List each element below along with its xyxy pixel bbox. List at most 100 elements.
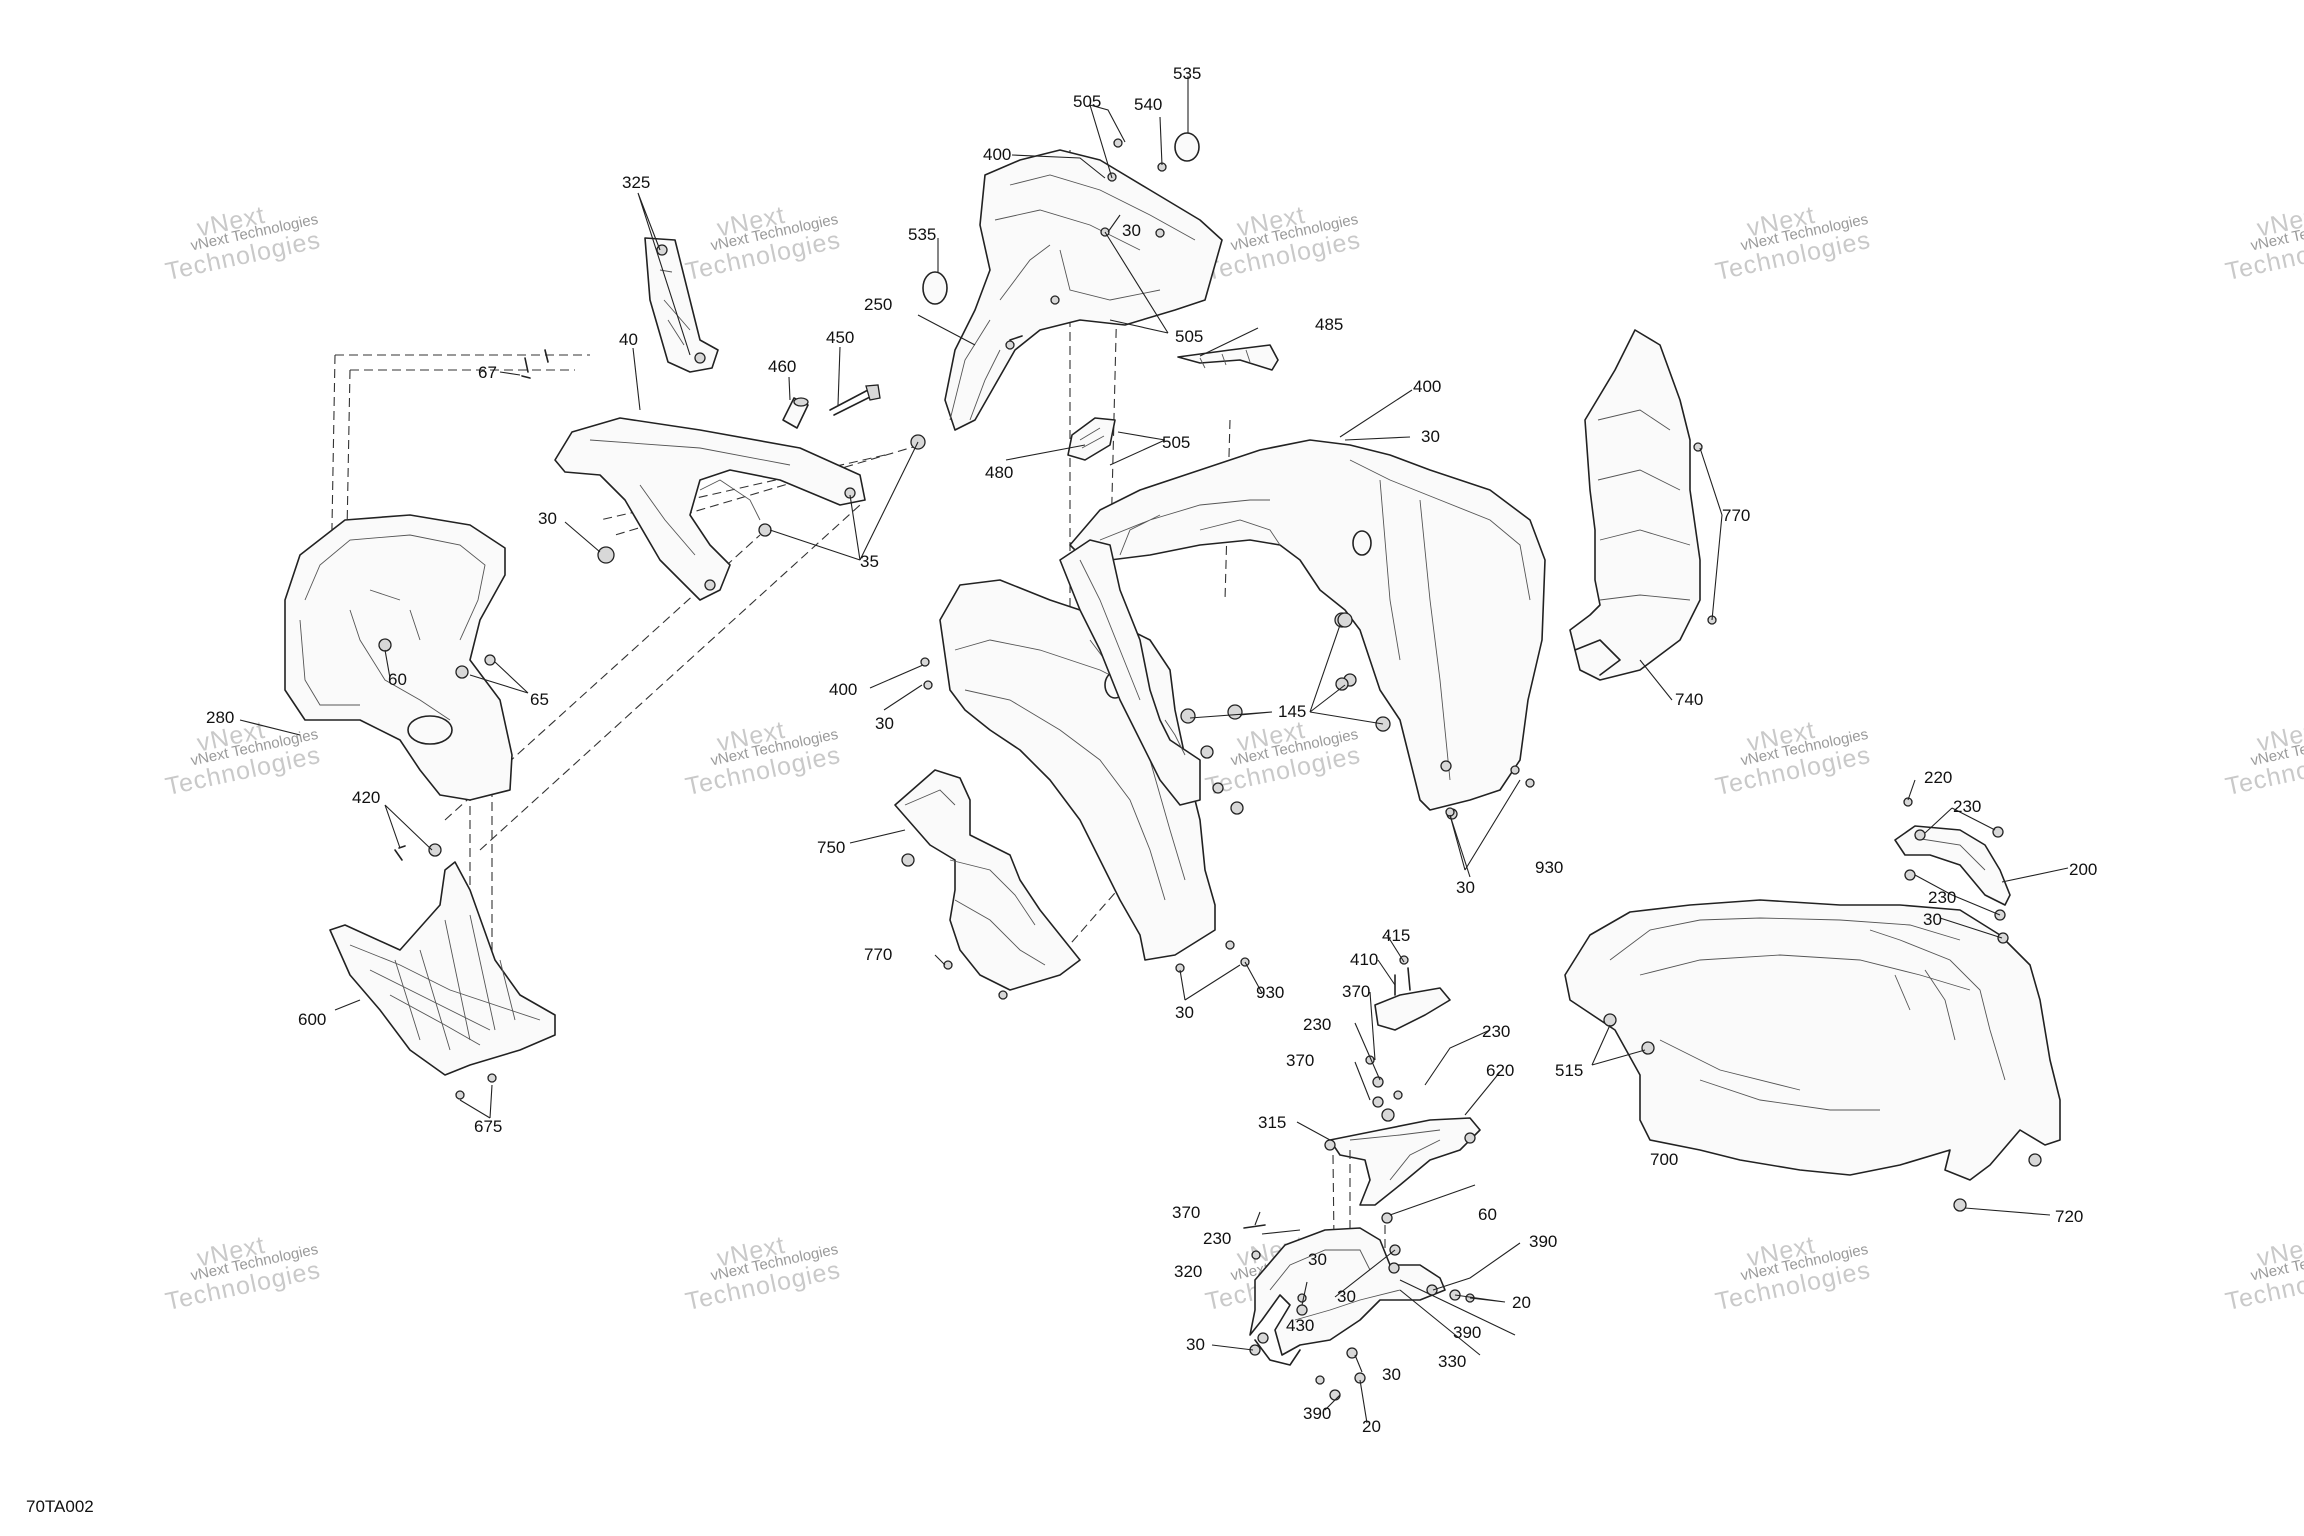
- figure-code: 70TA002: [26, 1497, 94, 1516]
- callout-400: 400: [1413, 377, 1441, 396]
- part-cap-side: [922, 271, 948, 305]
- hardware-nuts-rack: [521, 349, 926, 564]
- part-skid-plate: [329, 845, 556, 1100]
- part-spacer: [782, 397, 809, 429]
- callout-30: 30: [1923, 910, 1942, 929]
- part-bolt: [829, 384, 881, 416]
- part-bumper-mount: [1324, 1055, 1481, 1224]
- callout-390: 390: [1303, 1404, 1331, 1423]
- callout-labels: 325 40 67 460 450 30 35 60 65 280 420 60…: [206, 64, 2097, 1436]
- part-tail-cover: [1564, 899, 2061, 1212]
- callout-390: 390: [1529, 1232, 1557, 1251]
- watermark: vNext vNext Technologies Technologies: [163, 201, 323, 286]
- callout-675: 675: [474, 1117, 502, 1136]
- callout-400: 400: [829, 680, 857, 699]
- callout-330: 330: [1438, 1352, 1466, 1371]
- callout-230: 230: [1953, 797, 1981, 816]
- callout-930: 930: [1256, 983, 1284, 1002]
- callout-770: 770: [1722, 506, 1750, 525]
- callout-30: 30: [1175, 1003, 1194, 1022]
- callout-145: 145: [1278, 702, 1306, 721]
- watermark: vNext vNext Technologies Technologies: [1713, 201, 1873, 286]
- callout-30: 30: [1382, 1365, 1401, 1384]
- callout-230: 230: [1482, 1022, 1510, 1041]
- callout-30: 30: [1308, 1250, 1327, 1269]
- callout-20: 20: [1362, 1417, 1381, 1436]
- callout-515: 515: [1555, 1061, 1583, 1080]
- watermark: vNext vNext Technologies Technologies: [683, 1231, 843, 1316]
- part-hitch-plate: [1374, 955, 1451, 1031]
- callout-600: 600: [298, 1010, 326, 1029]
- callout-540: 540: [1134, 95, 1162, 114]
- callout-220: 220: [1924, 768, 1952, 787]
- callout-505: 505: [1073, 92, 1101, 111]
- watermark: vNext vNext Technologies Technologies: [2223, 1231, 2304, 1316]
- callout-700: 700: [1650, 1150, 1678, 1169]
- part-rack-bracket: [554, 417, 866, 601]
- callout-280: 280: [206, 708, 234, 727]
- part-reflector: [1067, 417, 1116, 461]
- watermark: vNext vNext Technologies Technologies: [2223, 201, 2304, 286]
- callout-30: 30: [1186, 1335, 1205, 1354]
- callout-250: 250: [864, 295, 892, 314]
- callout-65: 65: [530, 690, 549, 709]
- part-fender-center-bracket: [1059, 539, 1244, 815]
- callout-480: 480: [985, 463, 1013, 482]
- watermark: vNext vNext Technologies Technologies: [683, 201, 843, 286]
- callout-420: 420: [352, 788, 380, 807]
- part-mud-guard: [894, 769, 1081, 1000]
- part-rack-mount-bracket: [1894, 797, 2011, 944]
- callout-750: 750: [817, 838, 845, 857]
- callout-20: 20: [1512, 1293, 1531, 1312]
- watermark: vNext vNext Technologies Technologies: [2223, 716, 2304, 801]
- part-grab-handle: [284, 514, 513, 857]
- callout-30: 30: [1456, 878, 1475, 897]
- callout-67: 67: [478, 363, 497, 382]
- callout-30: 30: [1421, 427, 1440, 446]
- callout-230: 230: [1928, 888, 1956, 907]
- callout-535: 535: [908, 225, 936, 244]
- watermark: vNext vNext Technologies Technologies: [163, 1231, 323, 1316]
- part-cap-top: [1174, 132, 1200, 162]
- callout-740: 740: [1675, 690, 1703, 709]
- watermark: vNext vNext Technologies Technologies: [1713, 1231, 1873, 1316]
- callout-770: 770: [864, 945, 892, 964]
- callout-505: 505: [1175, 327, 1203, 346]
- callout-370: 370: [1286, 1051, 1314, 1070]
- callout-325: 325: [622, 173, 650, 192]
- callout-200: 200: [2069, 860, 2097, 879]
- callout-60: 60: [1478, 1205, 1497, 1224]
- callout-410: 410: [1350, 950, 1378, 969]
- part-light-cover: [1177, 344, 1279, 371]
- callout-40: 40: [619, 330, 638, 349]
- callout-230: 230: [1203, 1229, 1231, 1248]
- callout-415: 415: [1382, 926, 1410, 945]
- callout-460: 460: [768, 357, 796, 376]
- watermark: vNext vNext Technologies Technologies: [1713, 716, 1873, 801]
- callout-230: 230: [1303, 1015, 1331, 1034]
- callout-485: 485: [1315, 315, 1343, 334]
- callout-390: 390: [1453, 1323, 1481, 1342]
- callout-370: 370: [1342, 982, 1370, 1001]
- part-side-panel-right: [1569, 329, 1717, 681]
- callout-535: 535: [1173, 64, 1201, 83]
- watermark: vNext vNext Technologies Technologies: [683, 716, 843, 801]
- callout-430: 430: [1286, 1316, 1314, 1335]
- callout-450: 450: [826, 328, 854, 347]
- callout-370: 370: [1172, 1203, 1200, 1222]
- callout-60: 60: [388, 670, 407, 689]
- callout-720: 720: [2055, 1207, 2083, 1226]
- callout-30: 30: [1122, 221, 1141, 240]
- callout-620: 620: [1486, 1061, 1514, 1080]
- leader-lines: [239, 76, 2069, 1424]
- callout-505: 505: [1162, 433, 1190, 452]
- callout-30: 30: [875, 714, 894, 733]
- callout-35: 35: [860, 552, 879, 571]
- callout-315: 315: [1258, 1113, 1286, 1132]
- callout-30: 30: [1337, 1287, 1356, 1306]
- part-tail-light-housing: [944, 138, 1223, 431]
- callout-930: 930: [1535, 858, 1563, 877]
- callout-320: 320: [1174, 1262, 1202, 1281]
- callout-30: 30: [538, 509, 557, 528]
